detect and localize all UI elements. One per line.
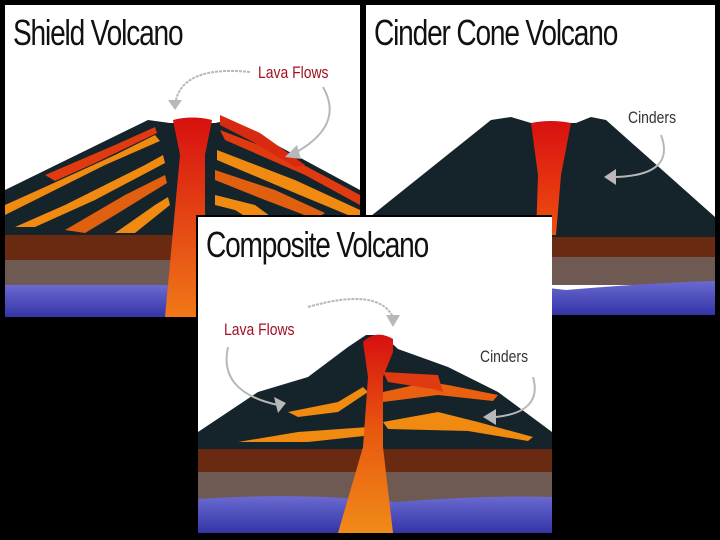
arrow-lava-left <box>225 346 279 406</box>
panel-title: Cinder Cone Volcano <box>374 12 618 53</box>
composite-volcano-panel: Composite Volcano Lava Flows Cinders <box>196 215 552 533</box>
arrow-cinders <box>495 376 536 418</box>
panel-title: Composite Volcano <box>206 224 429 265</box>
composite-volcano-illustration <box>198 298 552 533</box>
arrow-cinders <box>615 134 665 178</box>
cinders-label: Cinders <box>480 347 529 366</box>
panel-title: Shield Volcano <box>13 12 184 53</box>
arrow-lava-right <box>294 86 331 154</box>
magma-conduit <box>338 334 393 533</box>
arrow-lava-top <box>307 298 394 318</box>
lava-flows-label: Lava Flows <box>258 63 329 82</box>
cinders-label: Cinders <box>628 108 677 127</box>
arrow-lava-left <box>174 70 251 106</box>
magma-conduit <box>531 121 571 235</box>
lava-flows-label: Lava Flows <box>224 320 295 339</box>
